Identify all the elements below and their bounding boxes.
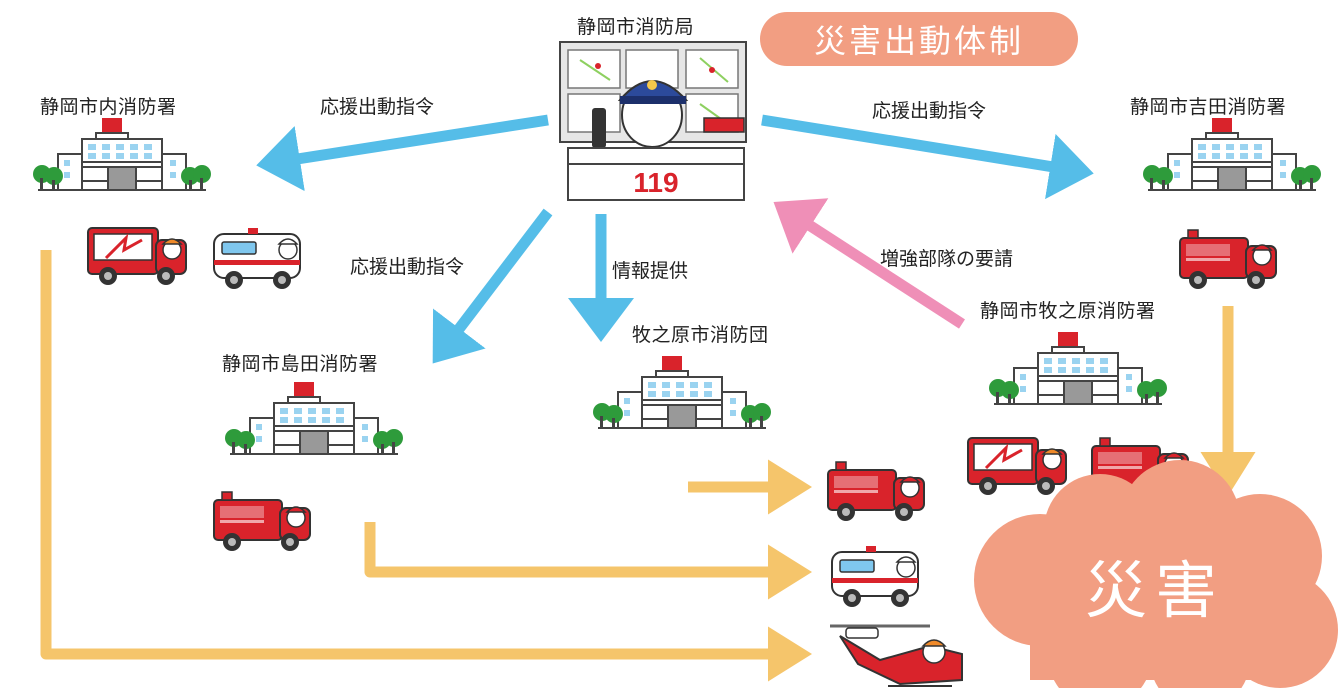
arrow-label-to-dan: 情報提供 (612, 260, 689, 282)
hq-sign-119: 119 (633, 167, 678, 198)
yellow-arrows (40, 250, 1256, 682)
title-badge: 災害出動体制 (760, 12, 1078, 66)
ladder-truck-naibu (86, 226, 188, 287)
label-makinohara-dan: 牧之原市消防団 (632, 324, 769, 346)
ambulance-dispatch (831, 545, 919, 608)
helicopter (830, 624, 963, 687)
disaster-cloud (974, 460, 1338, 688)
pump-truck-shimada (213, 491, 311, 552)
ladder-truck-makinohara (966, 436, 1068, 497)
label-hq: 静岡市消防局 (577, 16, 695, 38)
arrow-label-to-yoshida: 応援出動指令 (872, 100, 987, 122)
label-shimada: 静岡市島田消防署 (222, 353, 379, 375)
label-makinohara-sho: 静岡市牧之原消防署 (980, 300, 1156, 322)
arrow-naibu-to-disaster (40, 250, 812, 682)
building-makinohara-dan (592, 355, 772, 429)
pump-truck-dispatch (827, 461, 925, 522)
building-makinohara-sho (988, 331, 1168, 405)
arrow-label-to-naibu: 応援出動指令 (320, 96, 435, 118)
building-naibu (32, 117, 212, 191)
label-naibu: 静岡市内消防署 (40, 96, 177, 118)
arrow-hq-to-shimada (432, 208, 553, 364)
arrow-shimada-to-disaster (364, 522, 812, 600)
arrow-makinohara-to-hq (773, 198, 965, 329)
label-yoshida: 静岡市吉田消防署 (1130, 96, 1287, 118)
arrow-label-to-shimada: 応援出動指令 (350, 256, 465, 278)
pump-truck-yoshida (1179, 229, 1277, 290)
ambulance-naibu (213, 227, 301, 290)
building-yoshida (1142, 117, 1322, 191)
building-shimada (224, 381, 404, 455)
hq-illustration (559, 41, 747, 201)
blue-arrows (256, 114, 1094, 364)
disaster-label: 災害 (1084, 554, 1225, 627)
arrow-hq-to-yoshida (761, 114, 1094, 200)
arrow-label-reinforcement: 増強部隊の要請 (880, 248, 1014, 270)
arrow-hq-to-naibu (256, 114, 549, 192)
